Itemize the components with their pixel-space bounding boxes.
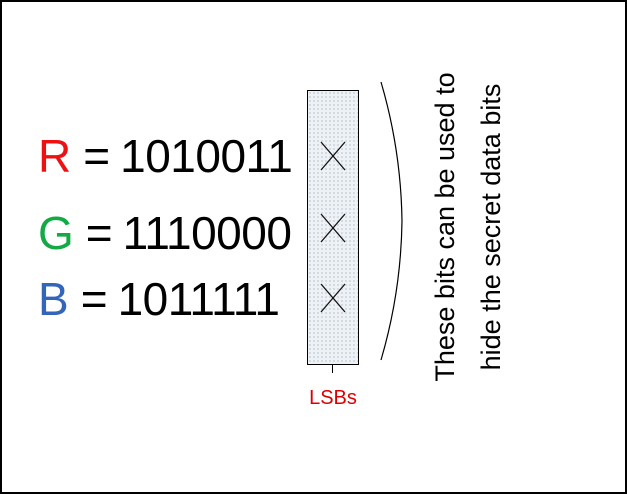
- annotation-line-1: These bits can be used to: [430, 72, 460, 382]
- green-channel-bits: 1110000: [122, 207, 292, 259]
- green-channel-letter: G: [38, 207, 74, 259]
- annotation-line-2: hide the secret data bits: [476, 83, 506, 371]
- lsb-annotation: These bits can be used to hide the secre…: [422, 17, 522, 437]
- lsb-label: LSBs: [309, 387, 357, 409]
- blue-channel-bits: 1011111: [117, 273, 280, 325]
- rgb-row-green: G = 1110000: [38, 207, 292, 259]
- red-lsb-x-icon: [319, 140, 347, 172]
- lsb-label-tick: [332, 365, 333, 373]
- red-channel-letter: R: [38, 130, 72, 182]
- blue-channel-letter: B: [38, 273, 69, 325]
- right-brace-icon: [377, 80, 407, 362]
- green-lsb-x-icon: [319, 212, 347, 244]
- equals-sign: =: [85, 207, 113, 259]
- blue-lsb-x-icon: [319, 282, 347, 314]
- equals-sign: =: [80, 273, 108, 325]
- rgb-row-red: R = 1010011: [38, 130, 293, 182]
- rgb-row-blue: B = 1011111: [38, 273, 280, 325]
- equals-sign: =: [83, 130, 111, 182]
- red-channel-bits: 1010011: [120, 130, 293, 182]
